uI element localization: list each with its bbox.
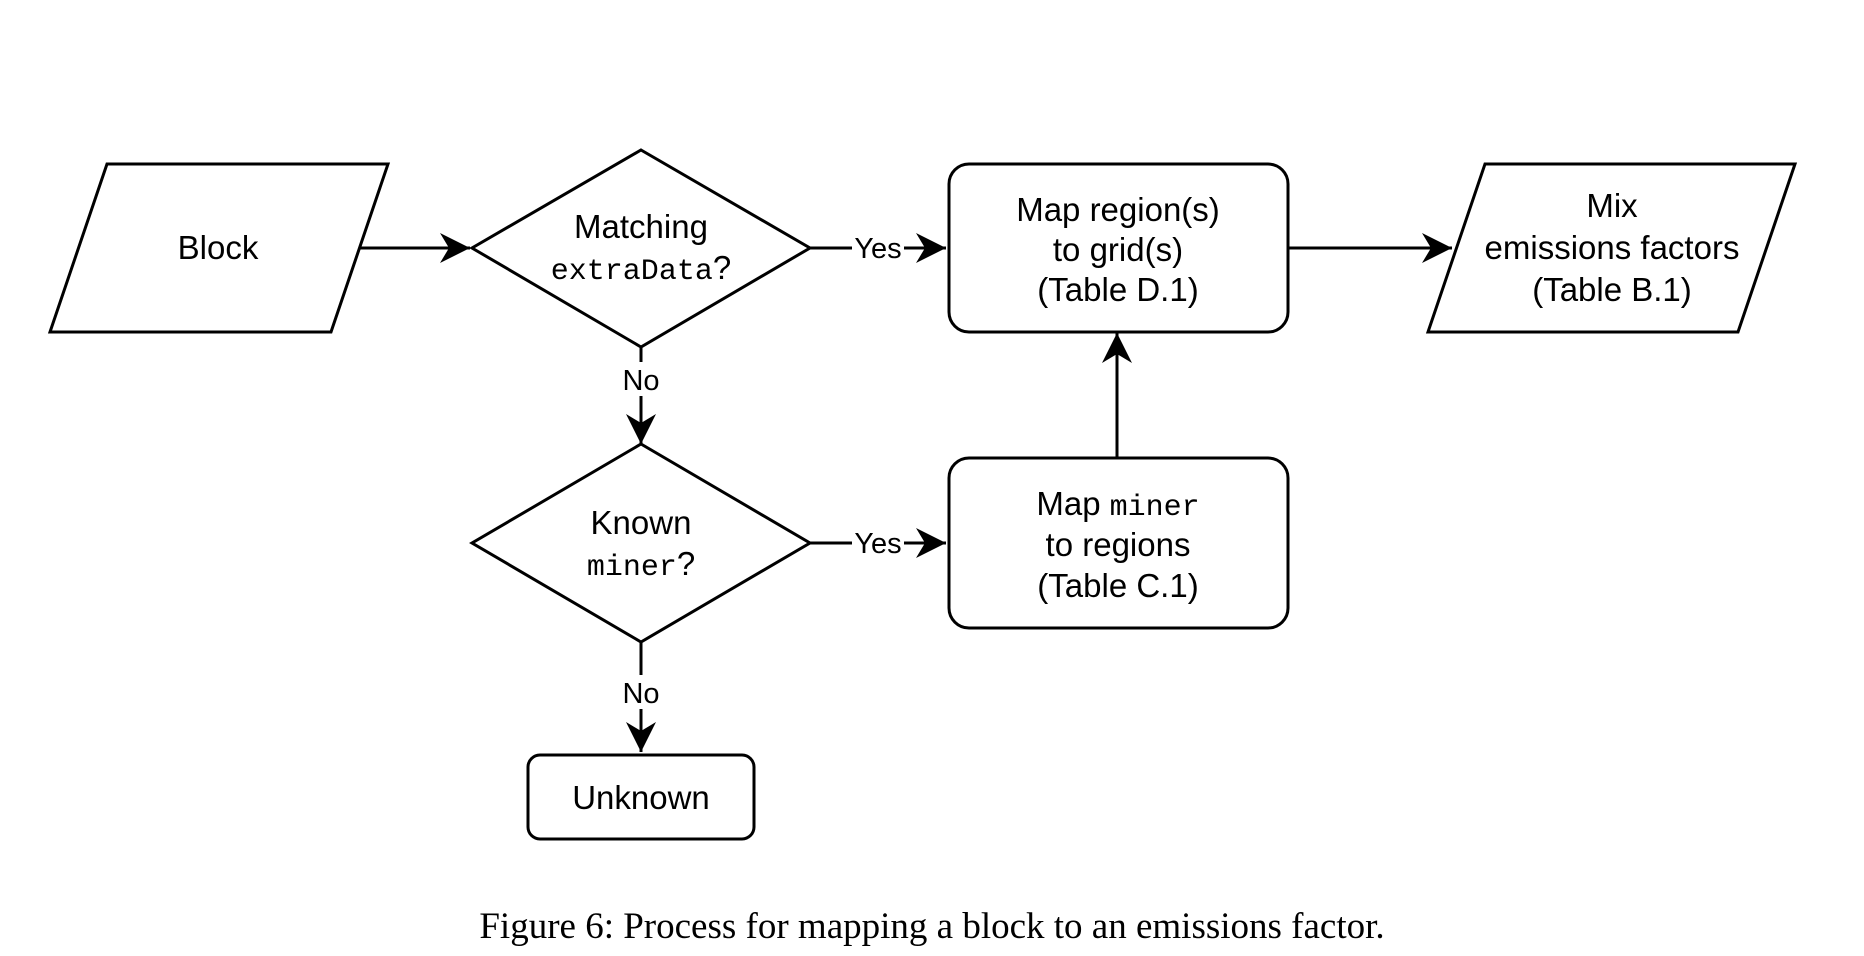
known-decision xyxy=(469,442,813,644)
edge-label-known-no: No xyxy=(622,678,659,710)
map-miner-line2: to regions xyxy=(1046,526,1191,563)
matching-label-line1: Matching xyxy=(574,208,708,245)
mix-line3: (Table B.1) xyxy=(1532,271,1692,308)
mix-line1: Mix xyxy=(1586,187,1638,224)
matching-label-line2: extraData? xyxy=(551,249,731,289)
map-miner-node xyxy=(947,456,1290,630)
map-miner-line3: (Table C.1) xyxy=(1037,567,1198,604)
map-region-line3: (Table D.1) xyxy=(1037,271,1198,308)
map-miner-code: miner xyxy=(1110,491,1200,525)
map-region-line1: Map region(s) xyxy=(1016,191,1220,228)
known-code: miner xyxy=(587,551,677,585)
edge-label-known-yes: Yes xyxy=(854,528,901,560)
block-label: Block xyxy=(178,229,259,266)
map-miner-prefix: Map xyxy=(1036,485,1100,522)
edge-label-matching-no: No xyxy=(622,365,659,397)
figure-caption: Figure 6: Process for mapping a block to… xyxy=(479,906,1385,947)
flowchart: Yes No Yes No Block Matching extraData? … xyxy=(47,148,1798,841)
map-miner-line1: Map miner xyxy=(1036,485,1199,525)
unknown-node xyxy=(526,753,756,841)
mix-node xyxy=(1425,162,1798,334)
known-suffix: ? xyxy=(677,545,695,582)
known-label-line1: Known xyxy=(591,504,692,541)
known-label-line2: miner? xyxy=(587,545,695,585)
block-node xyxy=(47,162,391,334)
edge-label-matching-yes: Yes xyxy=(854,233,901,265)
map-region-node xyxy=(947,162,1290,334)
map-region-line2: to grid(s) xyxy=(1053,231,1183,268)
mix-line2: emissions factors xyxy=(1485,229,1740,266)
matching-code: extraData xyxy=(551,255,713,289)
matching-suffix: ? xyxy=(713,249,731,286)
unknown-label: Unknown xyxy=(572,779,710,816)
matching-decision xyxy=(469,148,813,349)
